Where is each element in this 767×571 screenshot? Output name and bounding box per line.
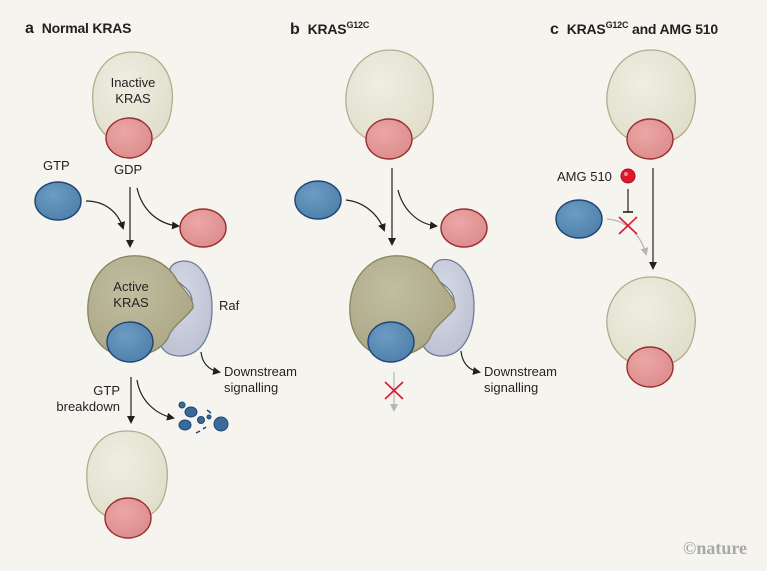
gtp-molecule-b <box>294 180 342 220</box>
gdp-molecule-b <box>365 118 413 160</box>
panel-a-letter: a <box>25 20 34 37</box>
amg510-highlight <box>624 172 628 176</box>
inactive-kras-label: Inactive KRAS <box>110 75 156 106</box>
gtp-breakdown-label: GTP breakdown <box>56 383 120 414</box>
panel-c-superscript: G12C <box>605 20 629 30</box>
arrow-gdp-out <box>136 187 180 230</box>
panel-c <box>555 49 696 388</box>
downstream-signalling-label-a: Downstream signalling <box>224 364 297 395</box>
panel-b-title: b KRASG12C <box>290 20 369 39</box>
gdp-molecule-c <box>626 118 674 160</box>
arrow-gtp-in-b <box>345 199 386 232</box>
bound-gtp-molecule-b <box>367 321 415 363</box>
panel-b-superscript: G12C <box>346 20 370 30</box>
arrow-downstream-a <box>200 351 221 375</box>
released-gdp-molecule <box>179 208 227 248</box>
panel-c-title: c KRASG12C and AMG 510 <box>550 20 718 39</box>
block-x-icon-c <box>618 216 638 235</box>
gtp-molecule <box>34 181 82 221</box>
gdp-molecule <box>105 117 153 159</box>
panel-c-title-text: KRAS <box>566 21 606 37</box>
panel-b <box>294 49 488 412</box>
panel-a-title-text: Normal KRAS <box>41 20 132 36</box>
amg510-molecule <box>620 168 636 184</box>
gdp-molecule-2 <box>104 497 152 539</box>
bound-gtp-molecule <box>106 321 154 363</box>
gdp-molecule-c2 <box>626 346 674 388</box>
active-kras-label: Active KRAS <box>113 279 149 310</box>
panel-a <box>34 51 229 539</box>
gtp-label: GTP <box>43 158 70 173</box>
nature-credit: ©nature <box>682 538 747 558</box>
amg510-label: AMG 510 <box>557 169 612 184</box>
arrow-downstream-b <box>460 350 481 375</box>
arrow-gdp-out-b <box>397 189 438 230</box>
downstream-signalling-label-b: Downstream signalling <box>484 364 557 395</box>
arrow-breakdown-products <box>136 379 175 421</box>
block-x-icon <box>384 381 404 400</box>
panel-c-title-suffix: and AMG 510 <box>628 21 718 37</box>
raf-label: Raf <box>219 298 240 313</box>
panel-b-letter: b <box>290 21 300 38</box>
gdp-label: GDP <box>114 162 143 177</box>
released-gdp-molecule-b <box>440 208 488 248</box>
panel-c-letter: c <box>550 21 559 38</box>
gtp-molecule-c <box>555 199 603 239</box>
arrow-gtp-in <box>85 200 126 230</box>
panel-a-title: a Normal KRAS <box>25 20 131 38</box>
panel-b-title-text: KRAS <box>307 21 347 37</box>
gtp-fragments <box>178 401 229 434</box>
